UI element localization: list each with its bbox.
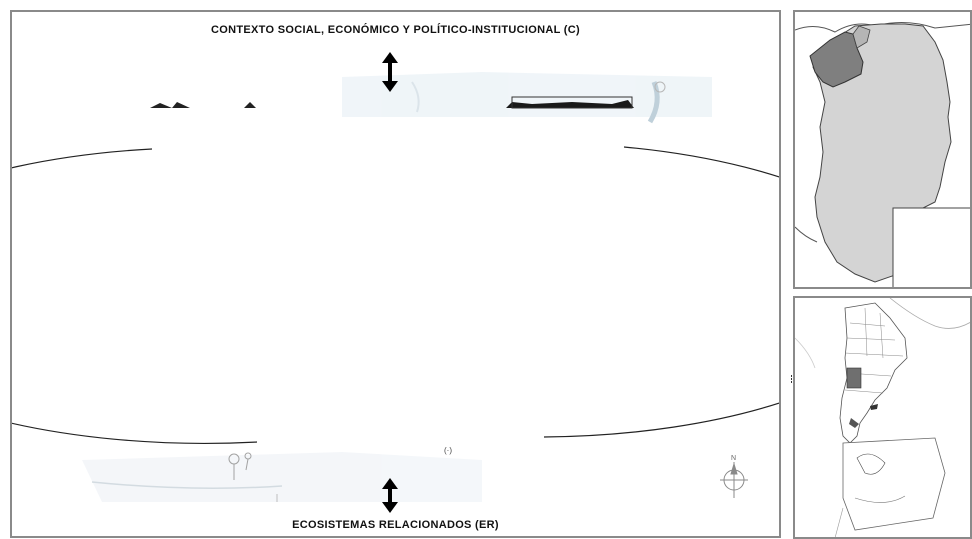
country-map (793, 296, 972, 539)
system-ellipse-right (543, 146, 779, 438)
related-ecosystems-title: ECOSISTEMAS RELACIONADOS (ER) (292, 519, 499, 531)
separator-tick (790, 370, 793, 383)
islands (870, 404, 878, 410)
inset-frame (892, 207, 970, 287)
system-ellipse-left (12, 148, 258, 444)
svg-text:N: N (731, 455, 736, 462)
province-map-canvas (795, 22, 970, 287)
diagram-panel: CONTEXTO SOCIAL, ECONÓMICO Y POLÍTICO-IN… (10, 10, 781, 538)
context-title: CONTEXTO SOCIAL, ECONÓMICO Y POLÍTICO-IN… (211, 24, 580, 36)
province-boundaries (844, 307, 904, 394)
faint-background-map (82, 72, 712, 502)
highlighted-department (809, 31, 864, 88)
antarctic-sector (842, 437, 946, 531)
double-arrow-icon (382, 478, 398, 513)
hidden-label-fragment: (·) (444, 446, 452, 455)
province-map (793, 10, 972, 289)
top-dark-shapes (150, 96, 634, 109)
north-arrow-icon: N (720, 455, 748, 498)
double-arrow-icon (382, 52, 398, 92)
highlighted-province (846, 367, 862, 389)
country-map-canvas (795, 298, 970, 537)
diagram-canvas: (·) N (12, 52, 779, 513)
